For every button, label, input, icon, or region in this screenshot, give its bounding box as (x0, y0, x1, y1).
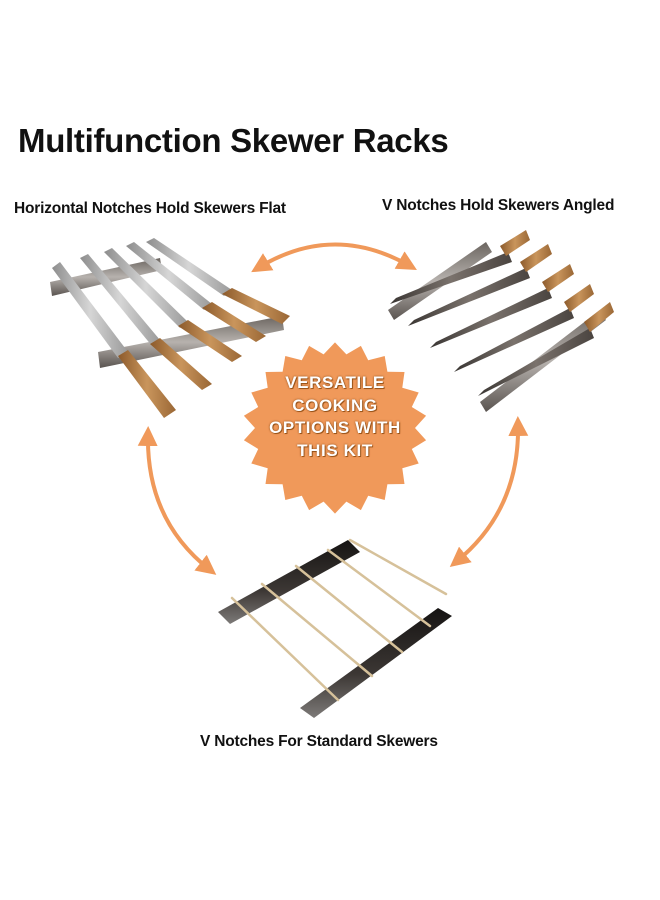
badge-text: VERSATILE COOKING OPTIONS WITH THIS KIT (260, 372, 410, 462)
arrow-top (251, 242, 417, 273)
label-horizontal-notches: Horizontal Notches Hold Skewers Flat (14, 200, 286, 217)
arrow-right (449, 416, 529, 568)
label-angled-notches: V Notches Hold Skewers Angled (382, 197, 615, 214)
cycle-arrows (137, 242, 529, 575)
arrow-left (137, 426, 217, 575)
badge-line: VERSATILE (285, 373, 385, 392)
horizontal-rack-image (50, 238, 290, 418)
standard-rack-image (218, 538, 452, 718)
badge-line: THIS KIT (297, 440, 373, 460)
angled-rack-image (388, 230, 614, 412)
page-title: Multifunction Skewer Racks (18, 122, 449, 159)
badge-starburst (243, 342, 427, 514)
badge-line: COOKING (292, 395, 378, 415)
badge-line: OPTIONS WITH (269, 418, 401, 437)
label-standard-skewers: V Notches For Standard Skewers (200, 733, 438, 750)
